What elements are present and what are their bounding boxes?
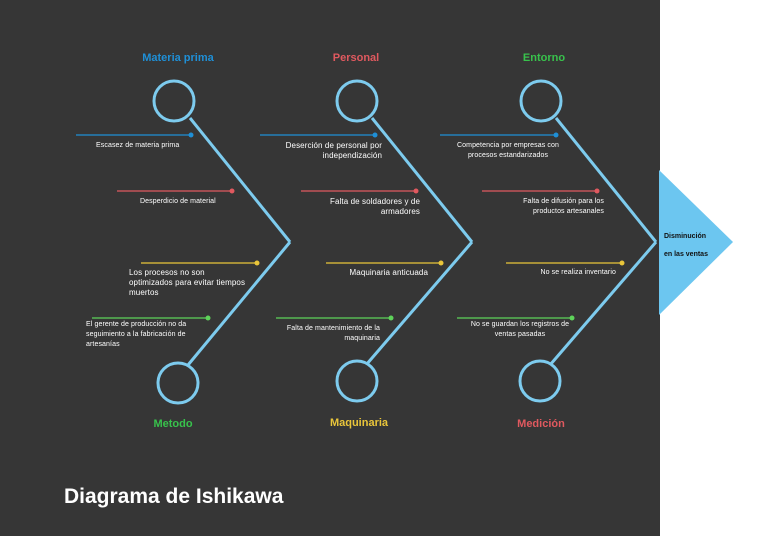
- bone-materia-prima: [188, 117, 292, 243]
- category-label-medicion: Medición: [517, 418, 565, 430]
- bone-maquinaria: [364, 241, 474, 366]
- effect-head: [659, 170, 733, 315]
- circle-maquinaria: [335, 359, 379, 403]
- cause-dot: [553, 132, 559, 138]
- circle-materia-prima: [152, 79, 196, 123]
- category-label-personal: Personal: [332, 52, 380, 64]
- cause-label: El gerente de producción no da seguimien…: [86, 321, 187, 348]
- cause-label: Maquinaria anticuada: [349, 268, 428, 277]
- cause-label: Los procesos no son optimizados para evi…: [129, 268, 246, 297]
- circle-medicion: [518, 359, 562, 403]
- cause-dot: [594, 188, 600, 194]
- cause-dot: [229, 188, 235, 194]
- bone-personal: [370, 117, 474, 243]
- effect-label: Disminución en las ventas: [664, 228, 726, 264]
- cause-label: Falta de mantenimiento de la maquinaria: [286, 325, 380, 342]
- cause-label: No se realiza inventario: [540, 269, 616, 276]
- circle-metodo: [156, 361, 200, 405]
- circle-personal: [335, 79, 379, 123]
- cause-label: Escasez de materia prima: [96, 142, 180, 149]
- cause-dot: [413, 188, 419, 194]
- effect-line-1: Disminución: [664, 233, 707, 240]
- cause-label: Competencia por empresas con procesos es…: [456, 142, 560, 159]
- category-label-metodo: Metodo: [153, 418, 193, 430]
- cause-label: Desperdicio de material: [140, 198, 216, 205]
- cause-dot: [388, 315, 394, 321]
- cause-dot: [205, 315, 211, 321]
- category-label-maquinaria: Maquinaria: [329, 417, 389, 429]
- category-label-materia-prima: Materia prima: [142, 52, 214, 64]
- category-label-entorno: Entorno: [522, 52, 566, 64]
- bone-metodo: [186, 241, 292, 366]
- cause-dot: [619, 260, 625, 266]
- cause-label: Falta de soldadores y de armadores: [329, 197, 420, 216]
- cause-label: No se guardan los registros de ventas pa…: [470, 321, 570, 338]
- cause-dot: [372, 132, 378, 138]
- bone-entorno: [554, 117, 658, 243]
- cause-dot: [254, 260, 260, 266]
- bone-group-a: [186, 117, 658, 366]
- cause-dot: [188, 132, 194, 138]
- page-title: Diagrama de Ishikawa: [64, 485, 284, 508]
- bone-medicion: [548, 241, 658, 366]
- effect-line-2: en las ventas: [664, 251, 708, 258]
- cause-dot: [569, 315, 575, 321]
- cause-label: Deserción de personal por independizació…: [285, 141, 382, 160]
- cause-dot: [438, 260, 444, 266]
- circle-entorno: [519, 79, 563, 123]
- cause-label: Falta de difusión para los productos art…: [523, 198, 604, 215]
